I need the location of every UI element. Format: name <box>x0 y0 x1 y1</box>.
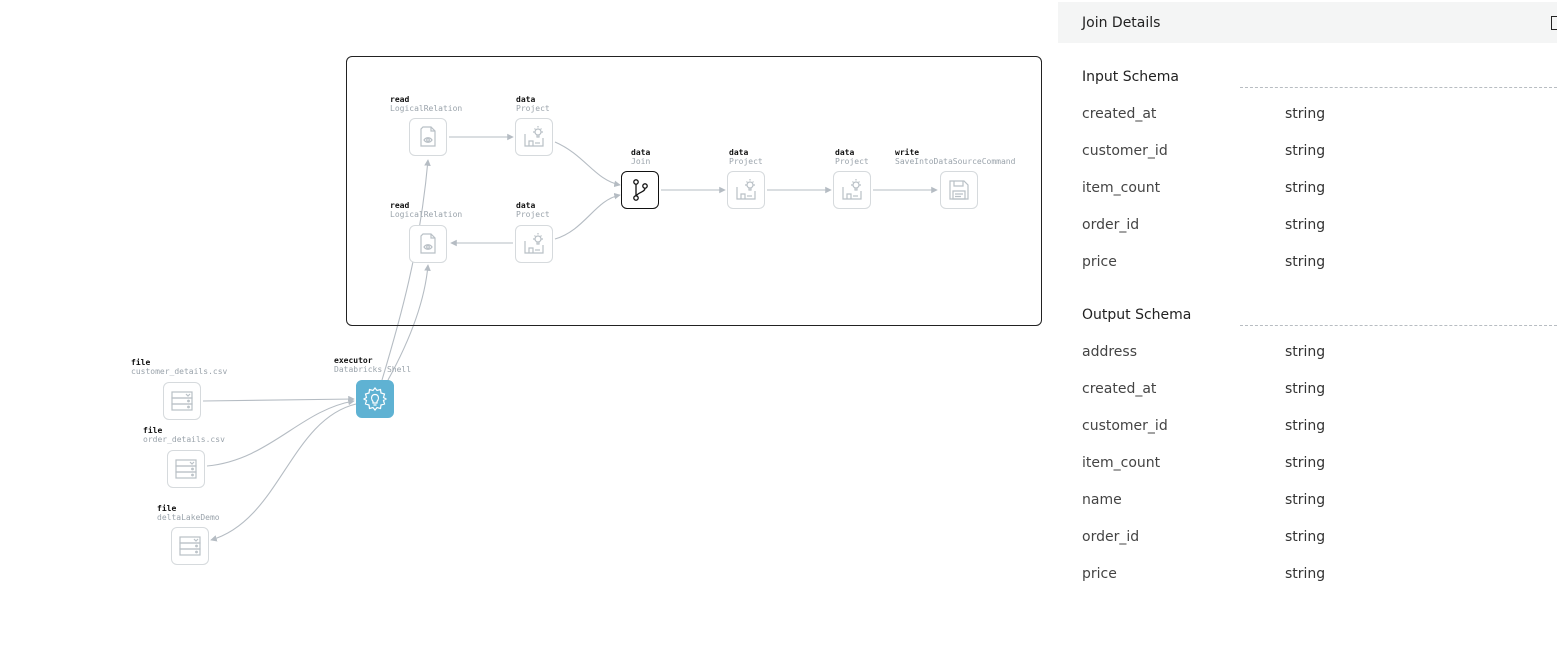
field-name: price <box>1082 566 1117 582</box>
field-type: string <box>1285 381 1326 397</box>
graph-edges <box>202 133 938 542</box>
field-name: order_id <box>1082 217 1140 233</box>
schema-field-row: price string <box>1082 254 1542 291</box>
project-lightbulb-icon <box>736 179 756 200</box>
field-type: string <box>1285 217 1326 233</box>
field-type: string <box>1285 344 1326 360</box>
edge-file2-executor <box>206 398 355 467</box>
details-panel: Join Details Input Schema created_at str… <box>1058 0 1557 672</box>
schema-field-row: item_count string <box>1082 455 1542 492</box>
node-read-logicalrelation-1[interactable] <box>409 118 447 156</box>
schema-field-row: customer_id string <box>1082 418 1542 455</box>
schema-field-row: item_count string <box>1082 180 1542 217</box>
field-name: price <box>1082 254 1117 270</box>
server-storage-icon <box>171 391 193 411</box>
schema-field-row: price string <box>1082 566 1542 603</box>
input-schema-divider <box>1240 87 1557 88</box>
node-read-logicalrelation-2[interactable] <box>409 225 447 263</box>
input-schema-title: Input Schema <box>1082 69 1179 85</box>
node-data-project-1[interactable] <box>515 118 553 156</box>
field-name: address <box>1082 344 1138 360</box>
file-eye-icon <box>420 233 436 254</box>
schema-field-row: order_id string <box>1082 529 1542 566</box>
node-data-project-2[interactable] <box>515 225 553 263</box>
schema-field-row: order_id string <box>1082 217 1542 254</box>
edge-executor-read2 <box>387 264 431 381</box>
node-data-project-4[interactable] <box>833 171 871 209</box>
edge-project2-join <box>554 192 621 240</box>
schema-field-row: customer_id string <box>1082 143 1542 180</box>
field-type: string <box>1285 254 1326 270</box>
execution-plan-frame <box>346 56 1042 326</box>
project-lightbulb-icon <box>524 126 544 147</box>
field-name: order_id <box>1082 529 1140 545</box>
field-name: customer_id <box>1082 143 1168 159</box>
server-storage-icon <box>175 459 197 479</box>
server-storage-icon <box>179 536 201 556</box>
field-name: created_at <box>1082 381 1157 397</box>
node-file-customer-details[interactable] <box>163 382 201 420</box>
edge-file1-executor <box>202 395 355 403</box>
file-eye-icon <box>420 126 436 147</box>
field-name: customer_id <box>1082 418 1168 434</box>
field-type: string <box>1285 143 1326 159</box>
node-write-save[interactable] <box>940 171 978 209</box>
node-executor-databricks-shell[interactable] <box>356 380 394 418</box>
panel-close-button[interactable] <box>1551 16 1557 30</box>
node-file-order-details[interactable] <box>167 450 205 488</box>
schema-field-row: name string <box>1082 492 1542 529</box>
field-name: item_count <box>1082 455 1161 471</box>
schema-field-row: created_at string <box>1082 381 1542 418</box>
node-data-project-3[interactable] <box>727 171 765 209</box>
node-data-join[interactable] <box>621 171 659 209</box>
schema-field-row: created_at string <box>1082 106 1542 143</box>
project-lightbulb-icon <box>524 233 544 254</box>
field-type: string <box>1285 106 1326 122</box>
node-file-deltalakedemo[interactable] <box>171 527 209 565</box>
field-type: string <box>1285 529 1326 545</box>
panel-header: Join Details <box>1058 2 1557 43</box>
gear-lightbulb-icon <box>362 387 388 411</box>
field-name: item_count <box>1082 180 1161 196</box>
edge-executor-file3 <box>210 403 357 542</box>
panel-title: Join Details <box>1082 14 1161 31</box>
schema-field-row: address string <box>1082 344 1542 381</box>
field-type: string <box>1285 566 1326 582</box>
output-schema-title: Output Schema <box>1082 307 1192 323</box>
project-lightbulb-icon <box>842 179 862 200</box>
floppy-disk-icon <box>949 180 969 200</box>
field-type: string <box>1285 418 1326 434</box>
output-schema-divider <box>1240 325 1557 326</box>
field-type: string <box>1285 180 1326 196</box>
edge-executor-read1 <box>381 159 431 381</box>
field-name: created_at <box>1082 106 1157 122</box>
field-type: string <box>1285 455 1326 471</box>
edge-project1-join <box>554 141 621 188</box>
field-name: name <box>1082 492 1122 508</box>
field-type: string <box>1285 492 1326 508</box>
join-branch-icon <box>633 179 648 201</box>
